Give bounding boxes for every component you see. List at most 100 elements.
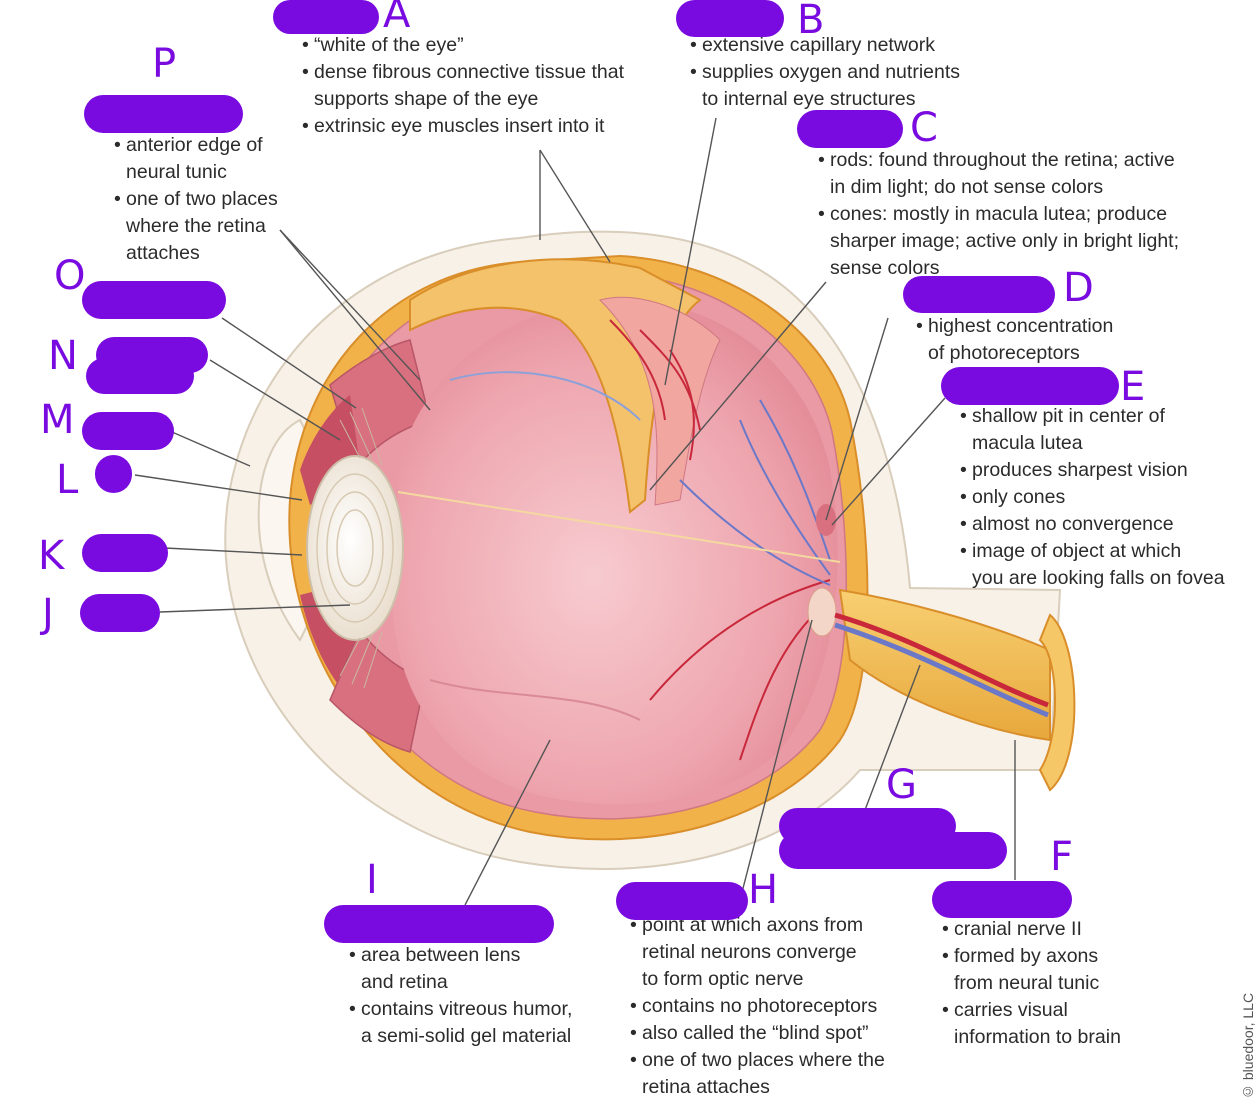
hand-label-n: N bbox=[48, 333, 78, 379]
redaction-e bbox=[941, 367, 1119, 405]
central-artery bbox=[834, 612, 1049, 708]
hand-label-g: G bbox=[886, 762, 917, 808]
central-vein bbox=[834, 622, 1049, 718]
note-f-cont: information to brain bbox=[954, 1026, 1121, 1048]
optic-disc bbox=[807, 587, 837, 637]
visual-axis bbox=[397, 491, 841, 563]
note-h-cont: to form optic nerve bbox=[642, 968, 804, 990]
redaction-n-2 bbox=[86, 358, 194, 394]
hand-label-a: A bbox=[383, 0, 411, 37]
note-d: highest concentration of photoreceptors bbox=[914, 313, 1113, 367]
suspensory-ligaments bbox=[339, 407, 383, 689]
hand-label-i: I bbox=[366, 857, 378, 903]
note-c-cont: in dim light; do not sense colors bbox=[830, 176, 1104, 198]
note-i-cont: a semi-solid gel material bbox=[361, 1025, 572, 1047]
redaction-k bbox=[82, 534, 168, 572]
note-e-line: only cones bbox=[958, 484, 1225, 511]
leader-lines bbox=[134, 117, 1016, 906]
redaction-b bbox=[676, 0, 784, 37]
retinal-vessels bbox=[429, 319, 831, 761]
note-c-line: rods: found throughout the retina; activ… bbox=[816, 147, 1179, 174]
hand-label-o: O bbox=[54, 253, 86, 299]
note-h-line: retinal neurons converge bbox=[628, 939, 885, 966]
note-e-line: you are looking falls on fovea bbox=[958, 565, 1225, 592]
note-i-line: a semi-solid gel material bbox=[347, 1023, 572, 1050]
lens-rings bbox=[316, 473, 394, 623]
note-f-line: cranial nerve II bbox=[940, 916, 1121, 943]
redaction-o bbox=[82, 281, 226, 319]
note-f-line: carries visual bbox=[940, 997, 1121, 1024]
note-d-line: highest concentration bbox=[914, 313, 1113, 340]
optic-nerve-end bbox=[1038, 613, 1076, 792]
note-f-line: information to brain bbox=[940, 1024, 1121, 1051]
note-i: area between lens and retina contains vi… bbox=[347, 942, 572, 1050]
redaction-h bbox=[616, 882, 748, 920]
note-c-line: cones: mostly in macula lutea; produce bbox=[816, 201, 1179, 228]
note-a-line: dense fibrous connective tissue that bbox=[300, 59, 624, 86]
note-c-cont: sense colors bbox=[830, 257, 940, 279]
note-e-cont: macula lutea bbox=[972, 432, 1083, 454]
note-e-line: macula lutea bbox=[958, 430, 1225, 457]
hand-label-e: E bbox=[1120, 364, 1146, 410]
redaction-l bbox=[95, 455, 132, 493]
note-h-line: to form optic nerve bbox=[628, 966, 885, 993]
redaction-g-2 bbox=[779, 832, 1007, 869]
note-b: extensive capillary network supplies oxy… bbox=[688, 32, 960, 113]
note-e-line: almost no convergence bbox=[958, 511, 1225, 538]
hand-label-j: J bbox=[42, 591, 54, 637]
note-p-line: neural tunic bbox=[112, 159, 278, 186]
hand-label-p: P bbox=[152, 41, 177, 87]
note-e-line: produces sharpest vision bbox=[958, 457, 1225, 484]
note-e-line: image of object at which bbox=[958, 538, 1225, 565]
note-c-cont: sharper image; active only in bright lig… bbox=[830, 230, 1180, 252]
redaction-f bbox=[932, 881, 1072, 918]
note-h-line: retina attaches bbox=[628, 1074, 885, 1101]
note-h-line: also called the “blind spot” bbox=[628, 1020, 885, 1047]
note-a-line: “white of the eye” bbox=[300, 32, 624, 59]
note-p-line: where the retina bbox=[112, 213, 278, 240]
hand-label-f: F bbox=[1050, 834, 1074, 880]
note-c-line: sharper image; active only in bright lig… bbox=[816, 228, 1179, 255]
redaction-j bbox=[80, 594, 160, 632]
note-p-cont: neural tunic bbox=[126, 161, 227, 183]
note-a-line: supports shape of the eye bbox=[300, 86, 624, 113]
lens bbox=[306, 455, 404, 641]
cutaway-choroid bbox=[599, 296, 721, 506]
note-h-cont: retinal neurons converge bbox=[642, 941, 857, 963]
note-i-line: contains vitreous humor, bbox=[347, 996, 572, 1023]
redaction-m bbox=[82, 412, 174, 450]
note-b-line: to internal eye structures bbox=[688, 86, 960, 113]
note-b-line: supplies oxygen and nutrients bbox=[688, 59, 960, 86]
note-h: point at which axons from retinal neuron… bbox=[628, 912, 885, 1101]
note-c-line: sense colors bbox=[816, 255, 1179, 282]
vitreous-chamber bbox=[392, 299, 838, 805]
note-f: cranial nerve II formed by axons from ne… bbox=[940, 916, 1121, 1051]
note-f-line: formed by axons bbox=[940, 943, 1121, 970]
note-d-cont: of photoreceptors bbox=[928, 342, 1080, 364]
redaction-d bbox=[903, 276, 1055, 313]
iris-upper bbox=[300, 395, 360, 505]
note-c-line: in dim light; do not sense colors bbox=[816, 174, 1179, 201]
hand-label-k: K bbox=[38, 533, 65, 579]
note-h-line: contains no photoreceptors bbox=[628, 993, 885, 1020]
copyright-credit: © bluedoor, LLC bbox=[1240, 992, 1256, 1100]
note-d-line: of photoreceptors bbox=[914, 340, 1113, 367]
note-h-line: one of two places where the bbox=[628, 1047, 885, 1074]
redaction-c bbox=[797, 110, 903, 148]
hand-label-l: L bbox=[56, 457, 79, 503]
note-a-cont: supports shape of the eye bbox=[314, 88, 539, 110]
note-i-line: area between lens bbox=[347, 942, 572, 969]
note-p: anterior edge of neural tunic one of two… bbox=[112, 132, 278, 267]
note-a-line: extrinsic eye muscles insert into it bbox=[300, 113, 624, 140]
note-p-line: attaches bbox=[112, 240, 278, 267]
note-b-line: extensive capillary network bbox=[688, 32, 960, 59]
note-f-line: from neural tunic bbox=[940, 970, 1121, 997]
note-p-line: anterior edge of bbox=[112, 132, 278, 159]
note-b-cont: to internal eye structures bbox=[702, 88, 916, 110]
note-p-cont: where the retina bbox=[126, 215, 266, 237]
note-e-cont: you are looking falls on fovea bbox=[972, 567, 1225, 589]
hand-label-b: B bbox=[797, 0, 825, 43]
note-c: rods: found throughout the retina; activ… bbox=[816, 147, 1179, 282]
note-e: shallow pit in center of macula lutea pr… bbox=[958, 403, 1225, 592]
